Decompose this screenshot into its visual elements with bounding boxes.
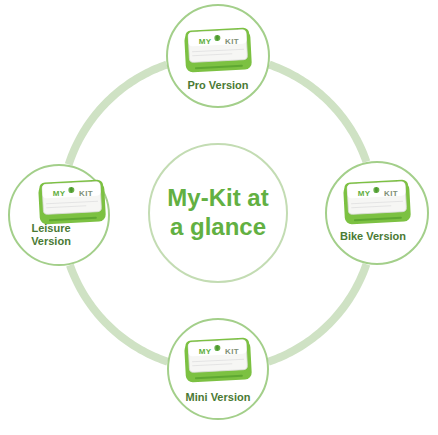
ring-connector [269, 65, 366, 162]
version-label: Bike Version [328, 230, 418, 243]
circle-shape [149, 144, 287, 282]
version-circle: Mini Version [167, 318, 269, 420]
version-circle: Pro Version [166, 4, 270, 108]
circle-outline [167, 318, 269, 420]
circle-shape [168, 319, 268, 419]
hub-circle: My-Kit at a glance [148, 143, 288, 283]
ring-connector [70, 265, 168, 362]
ring-connector [69, 65, 167, 165]
circle-outline [166, 4, 270, 108]
circle-outline [8, 164, 110, 266]
circle-shape [9, 165, 109, 265]
version-label: Mini Version [173, 391, 263, 404]
device-illustration [38, 179, 106, 224]
version-label: Leisure Version [26, 222, 76, 248]
circle-shape [326, 162, 428, 264]
version-circle: Bike Version [325, 161, 429, 265]
device-illustration [184, 27, 252, 72]
ring-connector [268, 264, 366, 361]
hub-title: My-Kit at a glance [162, 184, 274, 242]
device-illustration [343, 179, 411, 224]
version-label: Pro Version [173, 79, 263, 92]
version-circle: Leisure Version [8, 164, 110, 266]
circle-shape [167, 5, 269, 107]
circle-outline [325, 161, 429, 265]
device-illustration [184, 337, 252, 382]
